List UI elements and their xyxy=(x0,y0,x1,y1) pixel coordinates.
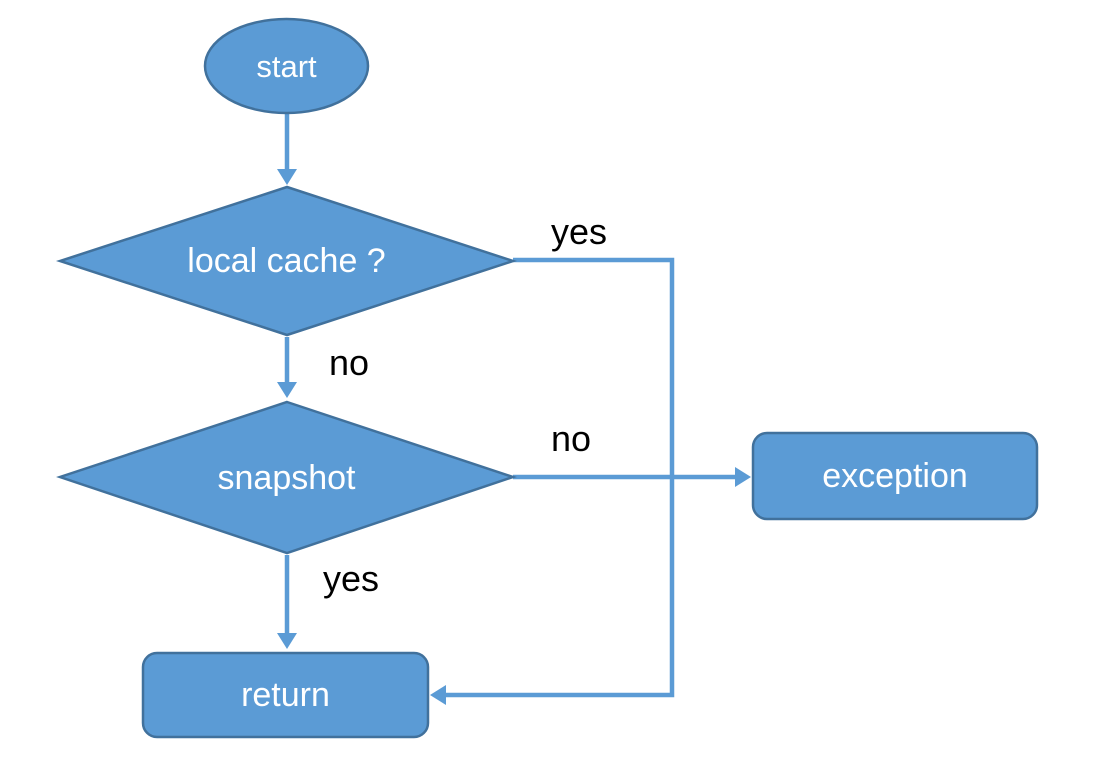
node-return-shape xyxy=(141,651,430,739)
edge-local-cache-no-to-snapshot xyxy=(277,337,297,398)
edge-local-cache-no-arrowhead xyxy=(277,382,297,398)
node-exception-shape xyxy=(751,431,1039,521)
node-local-cache-shape xyxy=(55,185,518,337)
edge-snapshot-yes-to-return xyxy=(277,555,297,649)
edge-label-local-cache-no: no xyxy=(329,342,370,383)
edge-snapshot-yes-arrowhead xyxy=(277,633,297,649)
node-snapshot-shape xyxy=(56,400,517,555)
edge-local-cache-yes-arrowhead xyxy=(430,685,446,705)
edge-start-to-local-cache-arrowhead xyxy=(277,169,297,185)
node-start-shape xyxy=(203,17,370,115)
edge-snapshot-no-to-exception xyxy=(513,467,751,487)
edge-label-local-cache-yes: yes xyxy=(551,211,608,252)
edge-start-to-local-cache xyxy=(277,113,297,185)
edge-label-snapshot-no: no xyxy=(551,418,592,459)
edge-label-snapshot-yes: yes xyxy=(323,558,380,599)
node-start-label: start xyxy=(256,48,317,84)
node-exception-label: exception xyxy=(822,457,968,495)
edge-snapshot-no-arrowhead xyxy=(735,467,751,487)
node-local-cache-label: local cache ? xyxy=(187,242,386,280)
node-snapshot-label: snapshot xyxy=(217,458,356,497)
node-return-label: return xyxy=(241,676,330,714)
